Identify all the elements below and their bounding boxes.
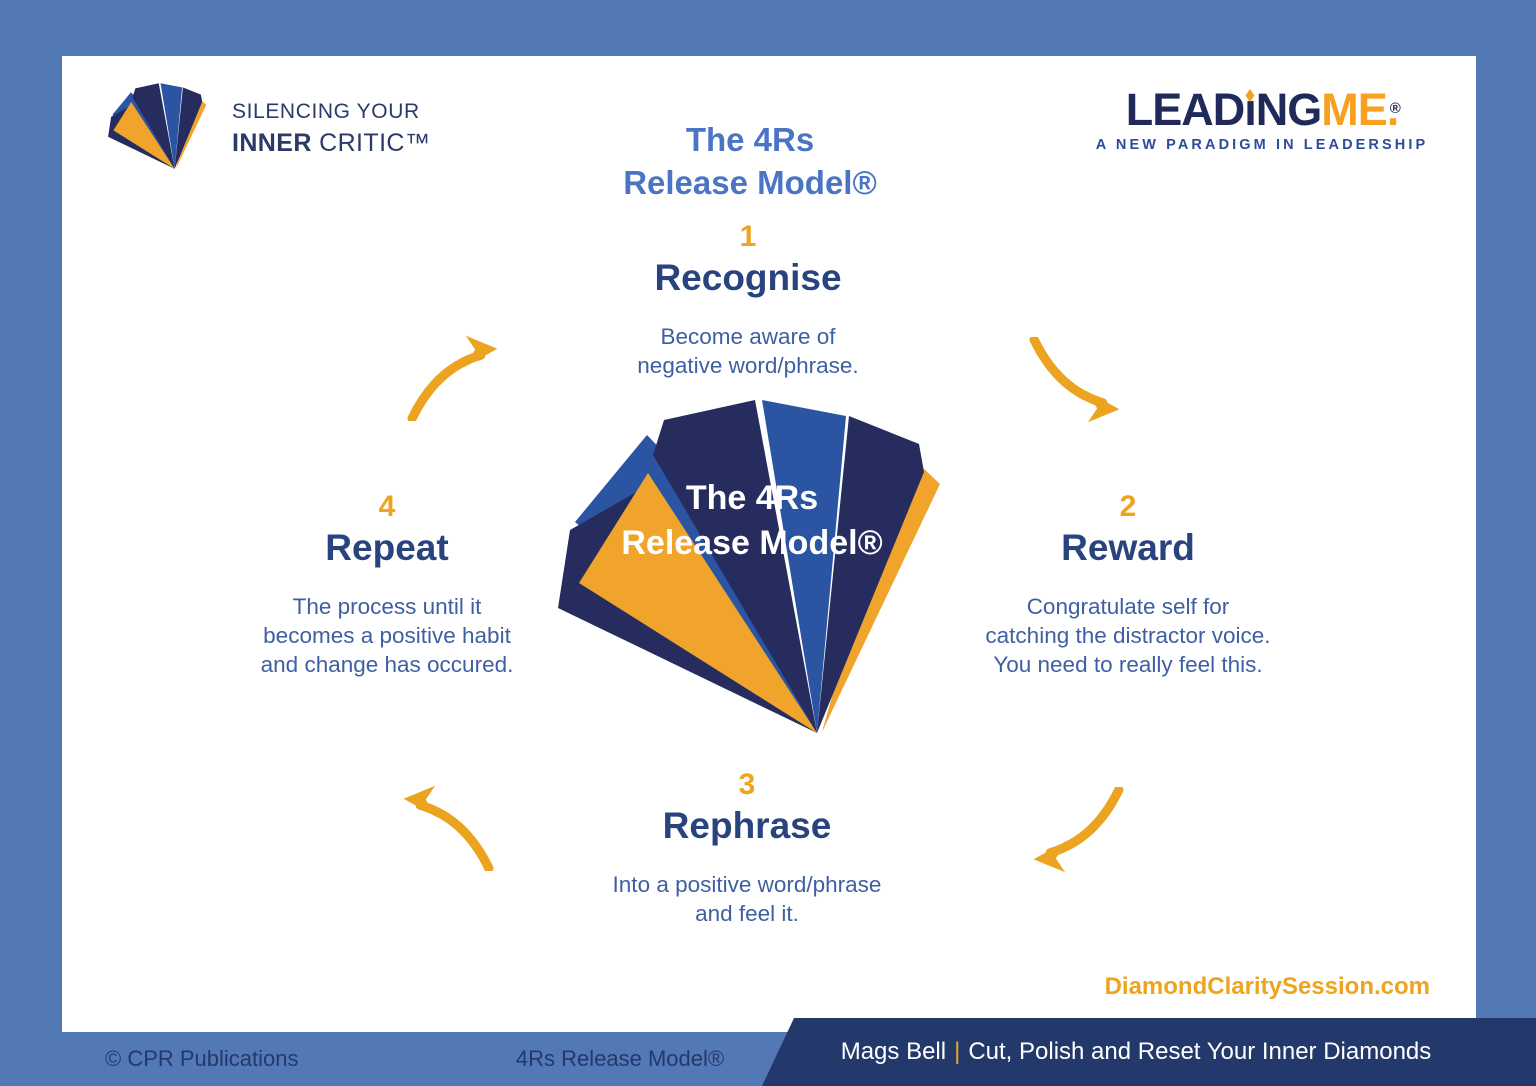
step-number-1: 1 <box>739 220 757 253</box>
step-recognise: 1 Recognise Become aware of negative wor… <box>598 220 898 380</box>
step-name-repeat: Repeat <box>325 527 449 568</box>
center-label-line2: Release Model® <box>621 524 883 562</box>
step-repeat: 4 Repeat The process until it becomes a … <box>227 490 547 679</box>
step-number-2: 2 <box>1119 490 1137 523</box>
brand-line2: INNER CRITIC™ <box>232 129 430 158</box>
leadingme-i-diamond-icon: ı <box>1244 84 1256 135</box>
step-description-reward: Congratulate self for catching the distr… <box>985 594 1271 677</box>
page-title-line1: The 4Rs <box>685 121 815 158</box>
content-card: SILENCING YOUR INNER CRITIC™ The 4Rs Rel… <box>62 56 1476 1032</box>
footer-tagline: Cut, Polish and Reset Your Inner Diamond… <box>968 1038 1432 1065</box>
arrow-recognise-to-reward-icon <box>1020 337 1128 425</box>
page-title-line2: Release Model® <box>623 164 877 201</box>
inner-critic-fan-logo-icon <box>108 83 207 169</box>
step-description-recognise: Become aware of negative word/phrase. <box>637 324 859 378</box>
brand-line1: SILENCING YOUR <box>232 100 420 123</box>
footer-ribbon-text: Mags Bell | Cut, Polish and Reset Your Inn… <box>841 1038 1432 1066</box>
arrow-rephrase-to-repeat-icon <box>395 783 503 871</box>
step-name-rephrase: Rephrase <box>662 805 832 846</box>
center-fan-graphic: The 4Rs Release Model® <box>550 380 970 760</box>
release-model-fan-icon <box>558 400 940 733</box>
leadingme-tagline: A NEW PARADIGM IN LEADERSHIP <box>1095 137 1429 153</box>
step-name-reward: Reward <box>1061 527 1195 568</box>
center-label: The 4Rs Release Model® <box>542 476 962 566</box>
arrow-repeat-to-recognise-icon <box>398 333 506 421</box>
step-name-recognise: Recognise <box>654 257 842 298</box>
brand-block: SILENCING YOUR INNER CRITIC™ <box>106 78 430 176</box>
leadingme-period: .® <box>1386 84 1401 135</box>
center-label-line1: The 4Rs <box>685 479 819 517</box>
leadingme-lead: LEAD <box>1125 84 1245 135</box>
step-number-3: 3 <box>738 768 756 801</box>
footer-model-label: 4Rs Release Model® <box>515 1046 725 1071</box>
step-reward: 2 Reward Congratulate self for catching … <box>953 490 1303 679</box>
brand-text: SILENCING YOUR INNER CRITIC™ <box>232 100 430 158</box>
step-rephrase: 3 Rephrase Into a positive word/phrase a… <box>587 768 907 928</box>
arrow-reward-to-rephrase-icon <box>1025 787 1133 875</box>
step-number-4: 4 <box>378 490 396 523</box>
footer-separator: | <box>954 1038 961 1065</box>
registered-mark: ® <box>1389 100 1401 117</box>
step-description-repeat: The process until it becomes a positive … <box>260 594 514 677</box>
footer-author: Mags Bell <box>840 1038 947 1065</box>
leadingme-ng: NG <box>1255 84 1322 135</box>
page-title: The 4Rs Release Model® <box>590 118 910 204</box>
brand-inner: INNER <box>232 129 312 157</box>
footer-copyright: © CPR Publications <box>105 1046 299 1071</box>
step-description-rephrase: Into a positive word/phrase and feel it. <box>612 872 882 926</box>
leadingme-me: ME <box>1321 84 1387 135</box>
footer-ribbon: Mags Bell | Cut, Polish and Reset Your Inn… <box>762 1018 1536 1086</box>
brand-critic: CRITIC™ <box>311 129 431 157</box>
website-link[interactable]: DiamondClaritySession.com <box>1104 973 1430 1000</box>
